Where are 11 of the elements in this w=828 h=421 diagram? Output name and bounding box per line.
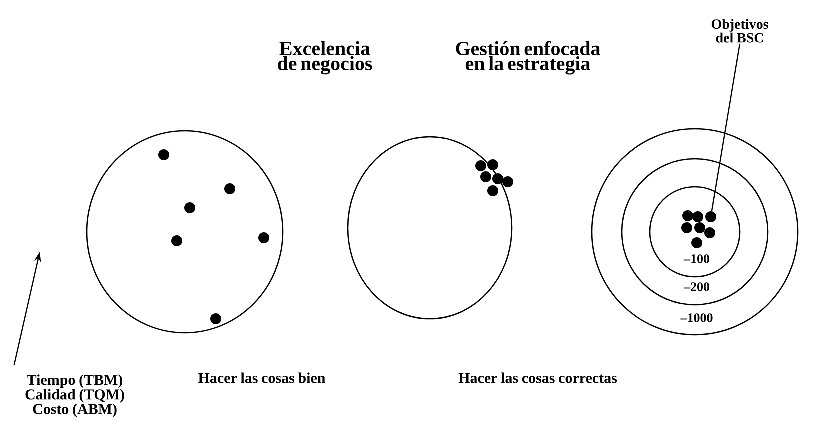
heading: Excelencia de negocios <box>278 41 372 75</box>
heading: Gestión enfocada en la estrategia <box>456 41 600 75</box>
caption: Hacer las cosas correctas <box>458 372 618 384</box>
dot <box>706 212 716 222</box>
circle <box>86 130 284 334</box>
leader-line <box>711 44 741 212</box>
caption: Hacer las cosas bien <box>198 372 326 384</box>
circle <box>347 136 513 320</box>
target-ring: –100 <box>649 186 741 278</box>
text-label: Objetivos del BSC <box>712 19 768 43</box>
text-label: Tiempo (TBM) Calidad (TQM) Costo (ABM) <box>26 374 124 418</box>
